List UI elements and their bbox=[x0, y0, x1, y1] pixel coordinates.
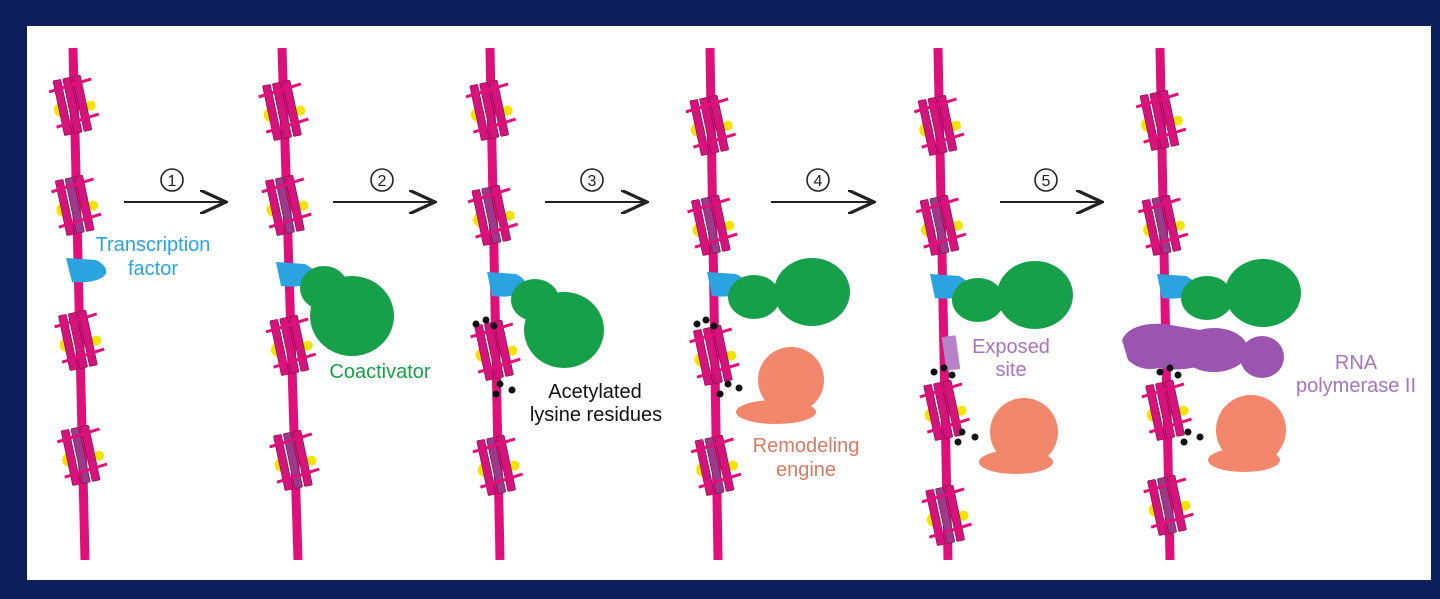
rna-polymerase-label-line-1: RNA bbox=[1335, 352, 1378, 374]
acetyl-marks bbox=[472, 316, 516, 398]
chromatin-strand bbox=[1135, 47, 1194, 561]
panel-6-proteins bbox=[1122, 259, 1301, 472]
nucleosome bbox=[472, 435, 524, 496]
chromatin-strands bbox=[48, 47, 1194, 561]
step-1-label: 1 bbox=[168, 173, 177, 190]
exposed-site-label-line-2: site bbox=[995, 359, 1026, 381]
transcription-factor-label-line-1: Transcription bbox=[96, 234, 211, 256]
nucleosome bbox=[687, 195, 738, 256]
remodeling-engine-body bbox=[990, 398, 1058, 466]
transcription-factor-shape bbox=[66, 258, 107, 283]
panel-3-proteins bbox=[472, 272, 604, 398]
nucleosome bbox=[915, 195, 967, 256]
step-3-arrow: 3 bbox=[545, 168, 645, 202]
nucleosome bbox=[269, 430, 320, 491]
acetylated-label-line-2: lysine residues bbox=[530, 404, 662, 426]
exposed-site-label-line-1: Exposed bbox=[972, 336, 1050, 358]
chromatin-strand bbox=[913, 47, 972, 561]
nucleosome bbox=[265, 315, 317, 376]
coactivator-large-lobe bbox=[774, 258, 850, 326]
acetylated-label-line-1: Acetylated bbox=[548, 381, 641, 403]
nucleosome bbox=[467, 185, 519, 246]
coactivator-small-lobe bbox=[511, 279, 559, 321]
nucleosome bbox=[465, 80, 517, 141]
nucleosome bbox=[1143, 475, 1194, 536]
nucleosome bbox=[1137, 195, 1189, 256]
step-arrows: 1 2 3 4 5 bbox=[124, 168, 1100, 202]
panel-5-proteins bbox=[930, 261, 1073, 474]
remodeling-engine-label-line-1: Remodeling bbox=[753, 435, 860, 457]
remodeling-engine-body bbox=[758, 347, 824, 413]
acetyl-marks bbox=[1156, 364, 1204, 446]
rna-polymerase-label-line-2: polymerase II bbox=[1296, 375, 1416, 397]
step-1-arrow: 1 bbox=[124, 168, 224, 202]
rna-polymerase-shape bbox=[1122, 323, 1284, 378]
step-5-label: 5 bbox=[1042, 173, 1051, 190]
nucleosome bbox=[921, 485, 972, 546]
remodeling-engine-label-line-2: engine bbox=[776, 459, 836, 481]
coactivator-large-lobe bbox=[997, 261, 1073, 329]
acetyl-marks bbox=[930, 364, 979, 446]
step-5-arrow: 5 bbox=[1000, 168, 1100, 202]
nucleosome bbox=[1135, 90, 1187, 151]
coactivator-small-lobe bbox=[952, 278, 1004, 322]
nucleosome bbox=[685, 95, 737, 156]
remodeling-engine-base bbox=[1208, 448, 1280, 472]
nucleosome bbox=[1141, 380, 1192, 441]
nucleosome bbox=[690, 435, 742, 496]
nucleosome bbox=[261, 175, 312, 236]
remodeling-engine-base bbox=[979, 450, 1053, 474]
coactivator-label: Coactivator bbox=[329, 361, 430, 383]
remodeling-engine-base bbox=[736, 400, 816, 424]
transcription-factor-label-line-2: factor bbox=[128, 258, 178, 280]
chromatin-strand bbox=[685, 47, 742, 561]
chromatin-strand bbox=[48, 47, 108, 561]
labels: Transcription factor Coactivator Acetyla… bbox=[96, 234, 1416, 481]
chromatin-strand bbox=[258, 47, 320, 561]
panel-2-proteins bbox=[276, 262, 394, 356]
nucleosome bbox=[56, 425, 108, 486]
nucleosome bbox=[50, 175, 102, 236]
nucleosome bbox=[919, 380, 970, 441]
step-4-label: 4 bbox=[814, 173, 823, 190]
exposed-site bbox=[941, 335, 961, 371]
chromatin-strand bbox=[465, 47, 524, 561]
step-2-arrow: 2 bbox=[333, 168, 433, 202]
nucleosome bbox=[54, 310, 105, 371]
step-2-label: 2 bbox=[378, 173, 387, 190]
coactivator-small-lobe bbox=[1181, 276, 1233, 320]
panel-1-proteins bbox=[66, 258, 107, 283]
nucleosome bbox=[48, 75, 100, 136]
panel-4-proteins bbox=[693, 258, 850, 424]
acetyl-marks bbox=[693, 316, 743, 398]
nucleosome bbox=[689, 325, 740, 386]
coactivator-small-lobe bbox=[300, 266, 348, 310]
nucleosome bbox=[258, 80, 309, 141]
nucleosome bbox=[913, 95, 965, 156]
remodeling-engine-body bbox=[1216, 395, 1286, 465]
step-3-label: 3 bbox=[588, 173, 597, 190]
step-4-arrow: 4 bbox=[771, 168, 872, 202]
coactivator-small-lobe bbox=[728, 275, 780, 319]
nucleosome bbox=[470, 320, 521, 381]
coactivator-large-lobe bbox=[1225, 259, 1301, 327]
